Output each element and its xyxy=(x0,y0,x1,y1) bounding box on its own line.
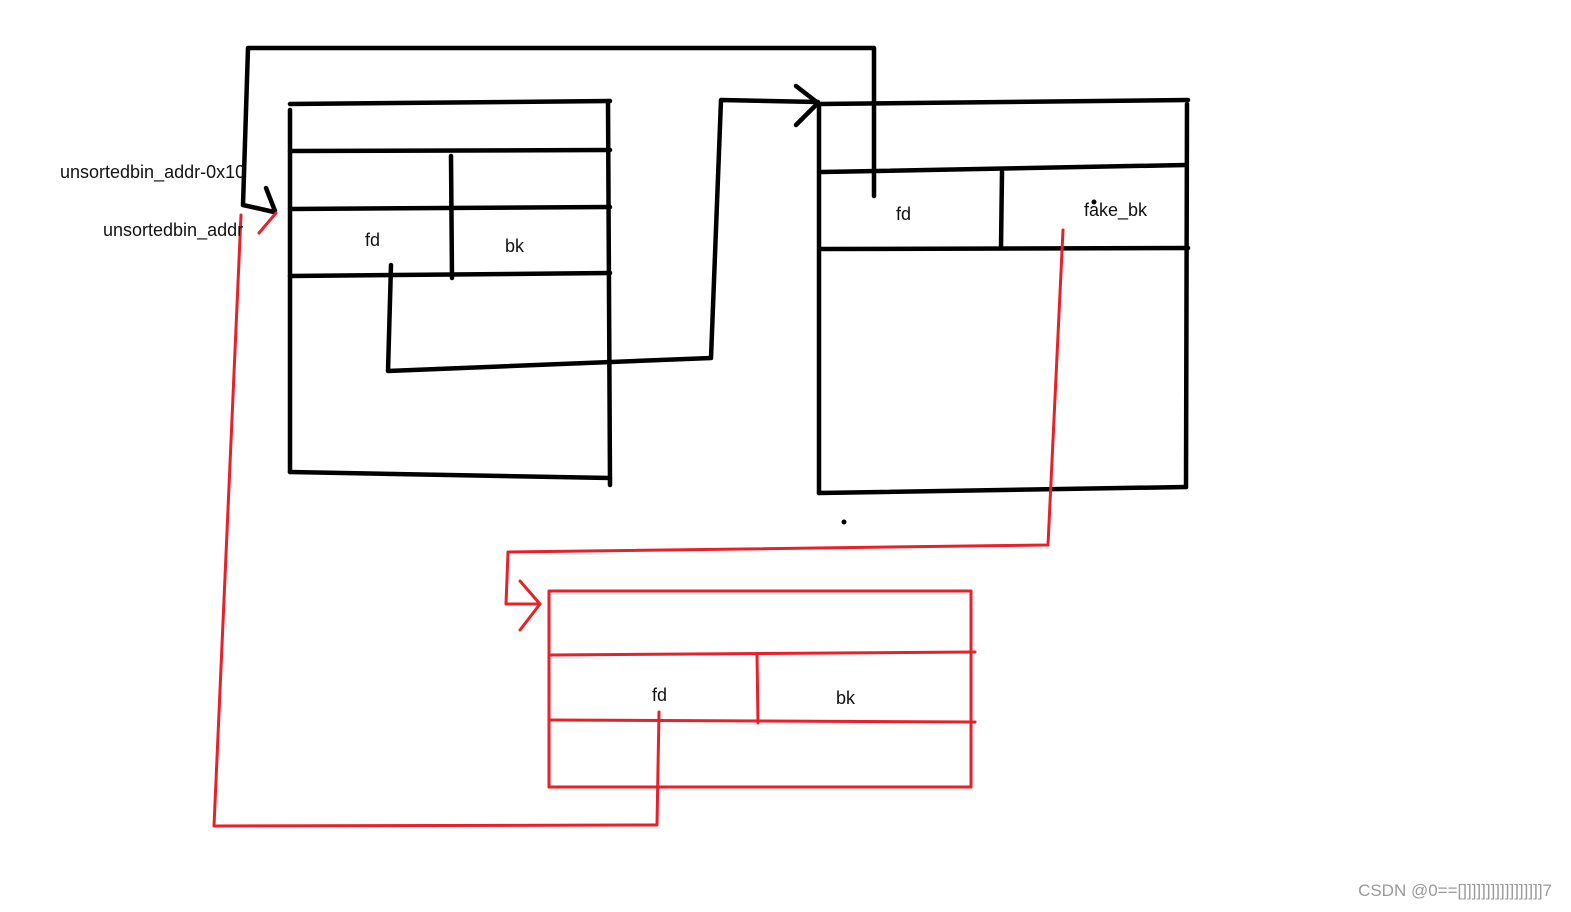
chunk-3-fd-bk-divider xyxy=(755,653,760,725)
red-links xyxy=(212,211,1065,828)
chunk-2-fd-pointer xyxy=(240,45,877,215)
chunk-2-fd-bk-divider xyxy=(998,169,1005,250)
chunk-3-row-line-1 xyxy=(547,650,977,657)
chunk-1-fd-pointer xyxy=(385,97,821,374)
black-links xyxy=(240,45,1097,525)
ink-dot xyxy=(841,519,847,525)
chunk-1-top-edge xyxy=(287,98,613,107)
chunk-1-bottom-edge xyxy=(287,469,613,481)
chunk-2-fd-label: fd xyxy=(896,204,911,224)
chunk-2-row-line-1 xyxy=(819,162,1189,175)
chunk-2-arrowhead xyxy=(793,83,821,128)
chunk-3-outline xyxy=(547,589,973,789)
chunk-3-fd-pointer xyxy=(212,213,661,828)
chunk-1-row-line-1 xyxy=(287,147,613,154)
chunk-3-fd-label: fd xyxy=(652,685,667,705)
chunk-2-row-line-2 xyxy=(819,245,1191,252)
ink-dot xyxy=(1091,199,1097,205)
chunk-2-right-edge xyxy=(1183,101,1190,490)
chunk-1-fd-bk-divider xyxy=(448,153,455,281)
chunk-3-arrowhead xyxy=(518,579,542,632)
unsortedbin-red-arrowhead xyxy=(257,211,278,235)
unsortedbin-arrowhead xyxy=(263,185,278,214)
fake-bk-pointer xyxy=(504,228,1065,606)
chunk-1 xyxy=(287,98,613,488)
chunk-2-bottom-edge xyxy=(816,484,1189,496)
chunk-1-fd-label: fd xyxy=(365,230,380,250)
watermark-text: CSDN @0==[]]]]]]]]]]]]]]]]]7 xyxy=(1358,881,1552,900)
chunk-3 xyxy=(547,589,977,789)
chunk-3-bk-label: bk xyxy=(836,688,856,708)
chunk-3-row-line-2 xyxy=(547,718,977,724)
label-unsortedbin-addr-minus: unsortedbin_addr-0x10 xyxy=(60,162,245,183)
chunk-1-bk-label: bk xyxy=(505,236,525,256)
chunk-2 xyxy=(816,97,1191,496)
chunk-1-right-edge xyxy=(605,98,613,488)
chunk-2-fake-bk-label: fake_bk xyxy=(1084,200,1148,221)
chunk-2-top-edge xyxy=(817,97,1191,107)
label-unsortedbin-addr: unsortedbin_addr xyxy=(103,220,243,241)
